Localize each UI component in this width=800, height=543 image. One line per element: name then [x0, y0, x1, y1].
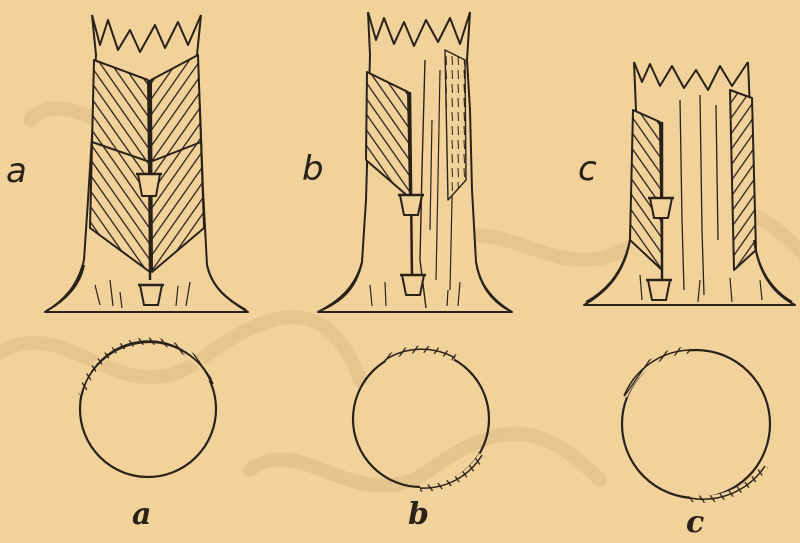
section-c	[622, 350, 770, 499]
section-label-a: a	[132, 500, 151, 530]
tree-label-b: b	[302, 152, 324, 186]
section-label-c: c	[686, 508, 704, 538]
tree-a	[45, 15, 248, 312]
tree-label-a: a	[6, 154, 27, 188]
section-b	[353, 349, 489, 488]
tree-label-c: c	[578, 152, 597, 186]
tree-b	[318, 12, 512, 312]
tree-c	[584, 62, 795, 305]
section-label-b: b	[408, 500, 429, 530]
section-a	[80, 341, 216, 477]
